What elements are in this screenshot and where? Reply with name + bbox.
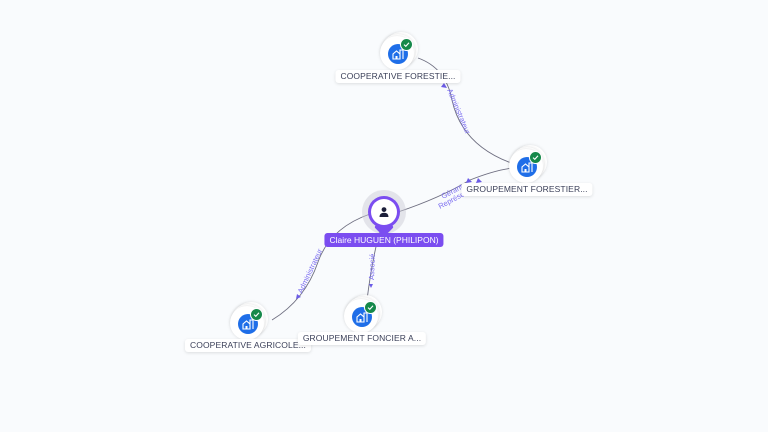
edge-label-associe: Associé xyxy=(367,254,377,281)
company-label[interactable]: COOPERATIVE AGRICOLE... xyxy=(185,339,311,352)
edge-arrow xyxy=(441,83,447,88)
verified-check-icon xyxy=(400,38,413,51)
edge-arrow xyxy=(369,284,373,288)
company-label[interactable]: GROUPEMENT FORESTIER... xyxy=(461,183,593,196)
company-label[interactable]: GROUPEMENT FONCIER A... xyxy=(297,332,427,345)
company-label[interactable]: COOPERATIVE FORESTIE... xyxy=(335,70,461,83)
edge-label-administrateur-1: Administrateur xyxy=(445,87,472,135)
edge-arrow xyxy=(296,294,301,299)
person-icon xyxy=(371,199,397,225)
edge-label-administrateur-2: Administrateur xyxy=(296,247,325,295)
person-label[interactable]: Claire HUGUEN (PHILIPON) xyxy=(324,233,444,247)
edge-administrateur-coop-agricole xyxy=(271,213,371,321)
verified-check-icon xyxy=(364,301,377,314)
edge-administrateur-coop-forestiere xyxy=(417,57,515,165)
verified-check-icon xyxy=(529,151,542,164)
edge-arrow xyxy=(466,178,472,183)
edge-arrow xyxy=(476,178,482,183)
verified-check-icon xyxy=(250,308,263,321)
